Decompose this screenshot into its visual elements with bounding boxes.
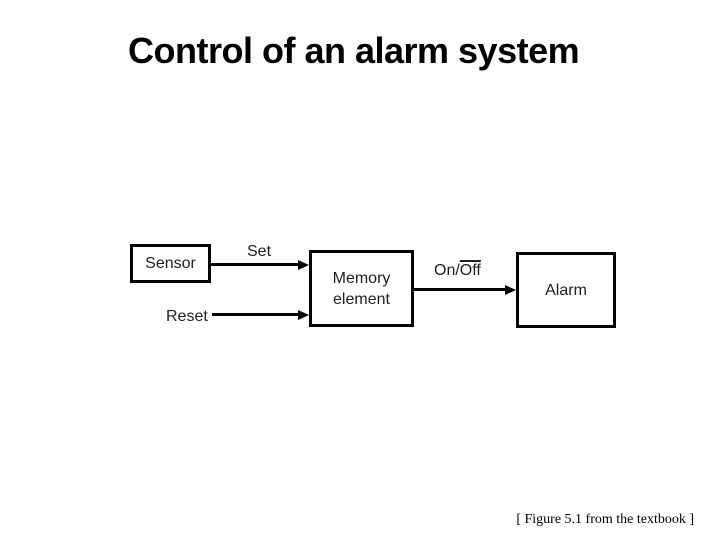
- onoff-signal-negated-off: Off: [459, 262, 481, 279]
- reset-signal-label: Reset: [166, 308, 208, 325]
- sensor-block: Sensor: [130, 244, 211, 283]
- onoff-signal-label: On/Off: [434, 262, 481, 280]
- onoff-wire: [414, 288, 506, 291]
- reset-wire: [212, 313, 299, 316]
- figure-caption: [ Figure 5.1 from the textbook ]: [516, 512, 694, 527]
- slide-title: Control of an alarm system: [128, 30, 580, 71]
- sensor-block-label: Sensor: [145, 255, 196, 272]
- set-signal-label: Set: [247, 243, 272, 260]
- set-wire: [211, 263, 299, 266]
- onoff-signal-prefix: On/: [434, 262, 460, 279]
- set-arrowhead-icon: [298, 259, 309, 270]
- alarm-block: Alarm: [516, 252, 616, 328]
- onoff-arrowhead-icon: [505, 284, 516, 295]
- memory-element-block: Memory element: [309, 250, 414, 327]
- alarm-block-label: Alarm: [545, 281, 587, 299]
- reset-arrowhead-icon: [298, 309, 309, 320]
- memory-element-block-label: Memory element: [332, 269, 391, 308]
